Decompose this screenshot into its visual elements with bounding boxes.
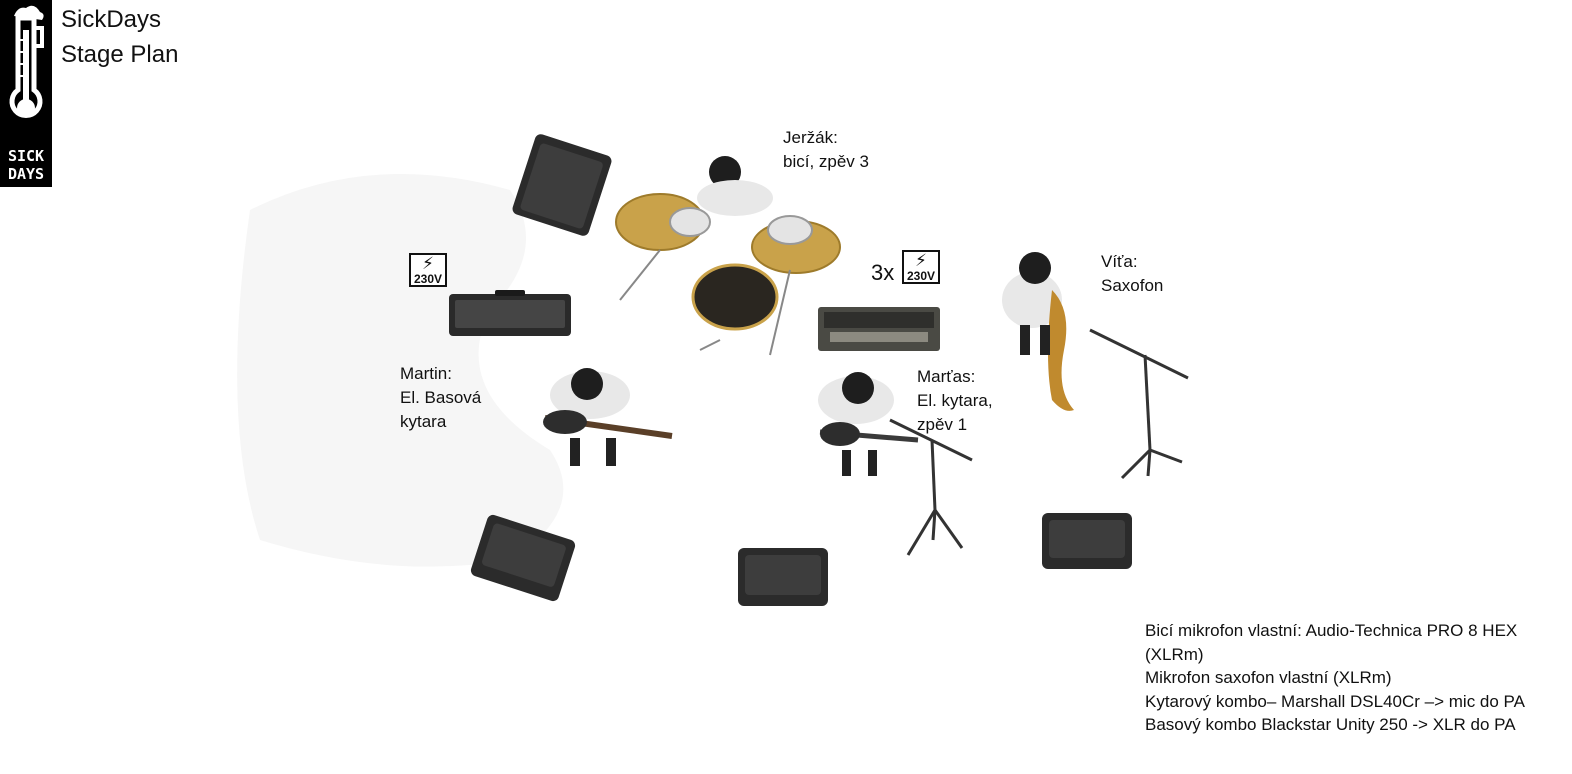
bass-amp <box>449 290 571 336</box>
plan-title: Stage Plan <box>61 41 179 68</box>
note-line: Kytarový kombo– Marshall DSL40Cr –> mic … <box>1145 691 1525 711</box>
lightning-icon: ⚡ <box>422 254 434 273</box>
power-badge-guitar: ⚡ 230V <box>902 250 940 284</box>
sickdays-logo: SICK DAYS <box>0 0 52 187</box>
label-guitar: Marťas: El. kytara, zpěv 1 <box>917 367 993 434</box>
note-line: Bicí mikrofon vlastní: Audio-Technica PR… <box>1145 621 1518 664</box>
guitar-amp <box>818 307 940 351</box>
stage-shadow <box>237 174 564 567</box>
guitar-mic-stand <box>889 418 973 556</box>
monitor-wedge-center <box>738 548 828 606</box>
note-line: Mikrofon saxofon vlastní (XLRm) <box>1145 668 1392 687</box>
guitar-player <box>818 372 919 476</box>
band-name: SickDays <box>61 6 162 33</box>
sax-player <box>1002 252 1074 411</box>
bass-player <box>543 368 673 466</box>
power-badge-bass: ⚡ 230V <box>409 253 447 287</box>
label-sax: Víťa: Saxofon <box>1101 252 1164 295</box>
label-drums: Jeržák: bicí, zpěv 3 <box>783 128 869 171</box>
power-multiplier: 3x <box>871 260 895 285</box>
monitor-wedge-sax <box>1042 513 1132 569</box>
logo-wordmark: SICK DAYS <box>7 147 45 183</box>
label-bass: Martin: El. Basová kytara <box>400 364 482 431</box>
equipment-notes: Bicí mikrofon vlastní: Audio-Technica PR… <box>1145 619 1545 737</box>
drum-kit <box>615 156 841 356</box>
lightning-icon: ⚡ <box>915 251 927 270</box>
monitor-wedge-drums <box>512 134 612 236</box>
monitor-wedge-bass <box>470 514 576 602</box>
note-line: Basový kombo Blackstar Unity 250 -> XLR … <box>1145 715 1516 734</box>
sax-mic-stand <box>1089 328 1189 480</box>
page-title: SickDays Stage Plan <box>61 2 178 72</box>
thermometer-beer-icon <box>9 5 44 118</box>
